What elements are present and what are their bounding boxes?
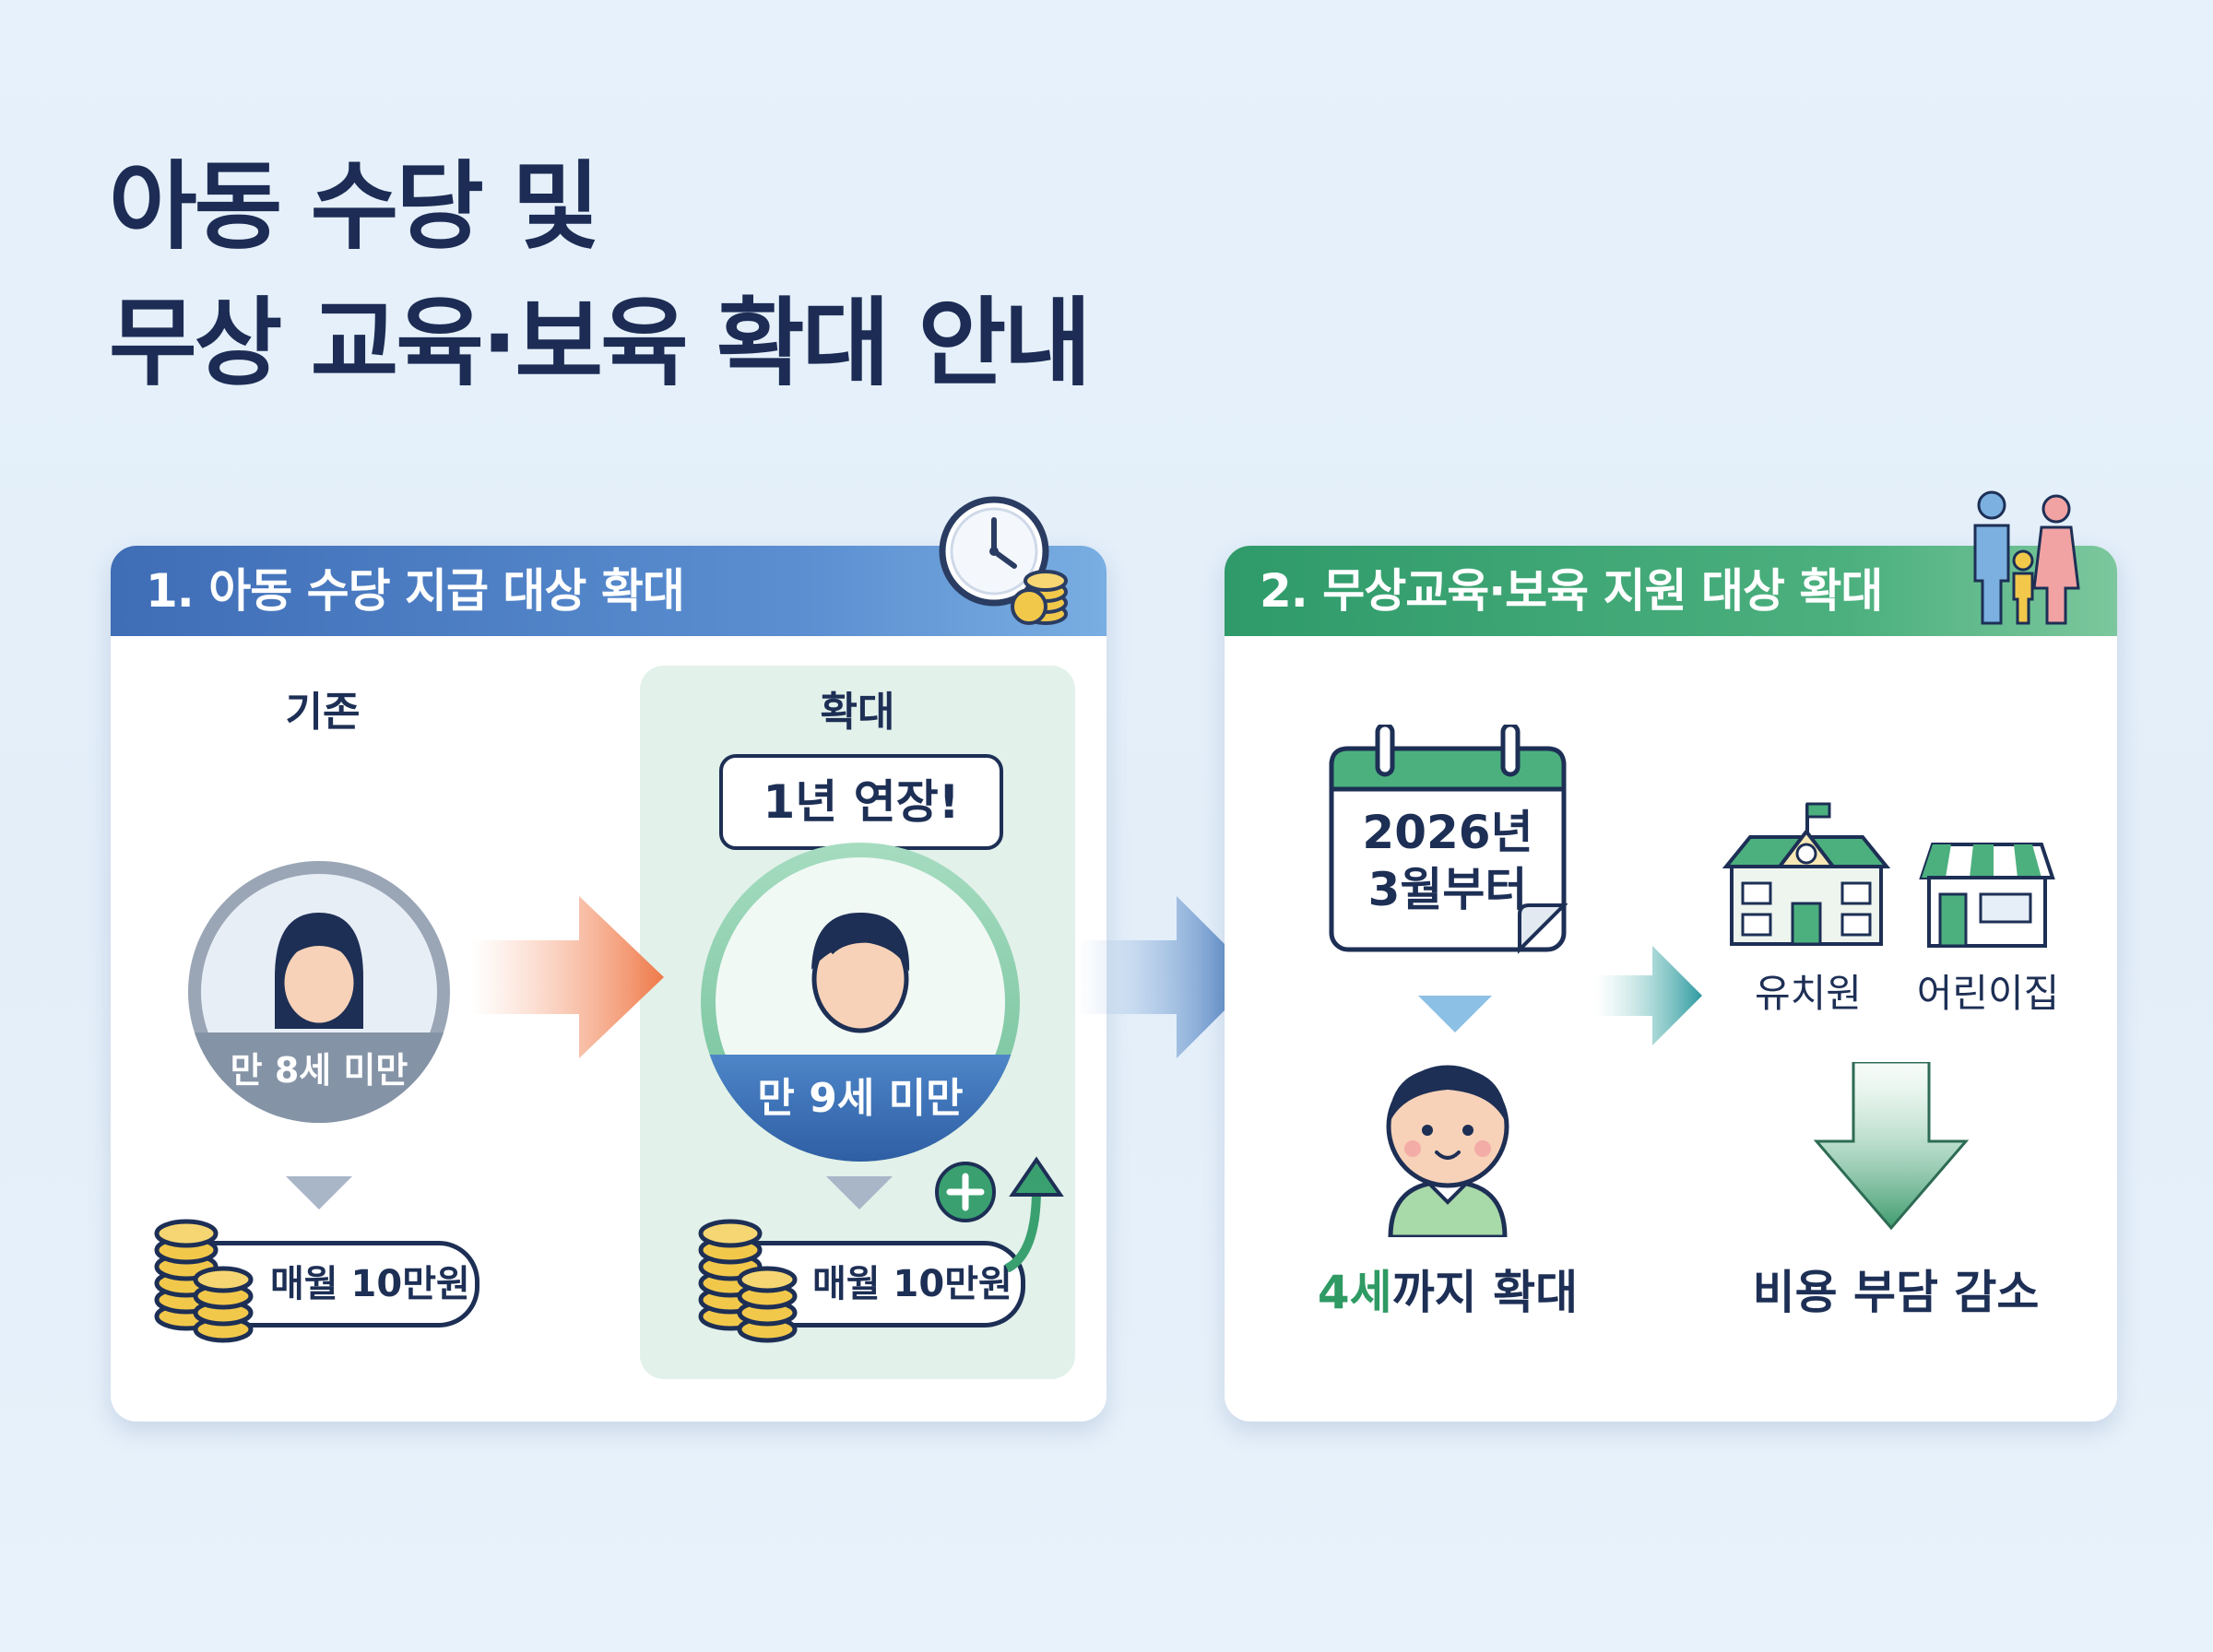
before-child-avatar: 만 8세 미만 xyxy=(188,861,450,1123)
expand-age-text: 4세까지 확대 xyxy=(1291,1256,1604,1322)
kindergarten-label: 유치원 xyxy=(1755,971,1862,1016)
after-age: 만 9세 미만 xyxy=(701,1055,1020,1162)
coin-stack-icon xyxy=(698,1219,798,1343)
coin-stack-icon xyxy=(1011,570,1068,625)
blue-arrow-icon xyxy=(1077,896,1258,1058)
coin-stack-icon xyxy=(154,1219,254,1343)
expand-rest: 까지 확대 xyxy=(1391,1266,1579,1319)
calendar-year: 2026년 xyxy=(1362,806,1533,859)
daycare-label: 어린이집 xyxy=(1916,971,2060,1016)
before-age: 만 8세 미만 xyxy=(188,1032,450,1123)
section-2-header: 2. 무상교육·보육 지원 대상 확대 xyxy=(1225,546,2117,636)
teal-arrow-icon xyxy=(1595,946,1702,1045)
cost-reduction-text: 비용 부담 감소 xyxy=(1752,1266,2040,1319)
kindergarten-building-icon xyxy=(1722,802,1890,946)
calendar-month: 3월부터 xyxy=(1367,863,1528,916)
title-line-1: 아동 수당 및 xyxy=(109,150,600,263)
calendar-icon xyxy=(1329,725,1568,954)
down-arrow-icon xyxy=(1813,1062,1970,1231)
family-icon xyxy=(1973,490,2080,625)
child-face-icon xyxy=(1386,1065,1509,1237)
after-label: 확대 xyxy=(820,689,895,736)
before-down-arrow xyxy=(286,1176,352,1210)
calendar-text: 2026년 3월부터 xyxy=(1328,804,1568,918)
orange-arrow-icon xyxy=(470,896,664,1058)
plus-icon xyxy=(935,1162,996,1222)
calendar-down-arrow xyxy=(1418,996,1492,1032)
after-down-arrow xyxy=(826,1176,893,1210)
clock-icon xyxy=(939,496,1068,625)
up-arrow-icon xyxy=(1004,1156,1064,1272)
title-line-2: 무상 교육·보육 확대 안내 xyxy=(109,287,1092,399)
daycare-store-icon xyxy=(1919,843,2055,948)
extension-bubble: 1년 연장! xyxy=(719,754,1003,850)
before-label: 기존 xyxy=(285,689,361,736)
expand-highlight: 4세 xyxy=(1317,1266,1392,1319)
page-title: 아동 수당 및 무상 교육·보육 확대 안내 xyxy=(109,138,1092,411)
after-child-avatar: 만 9세 미만 xyxy=(701,843,1020,1162)
